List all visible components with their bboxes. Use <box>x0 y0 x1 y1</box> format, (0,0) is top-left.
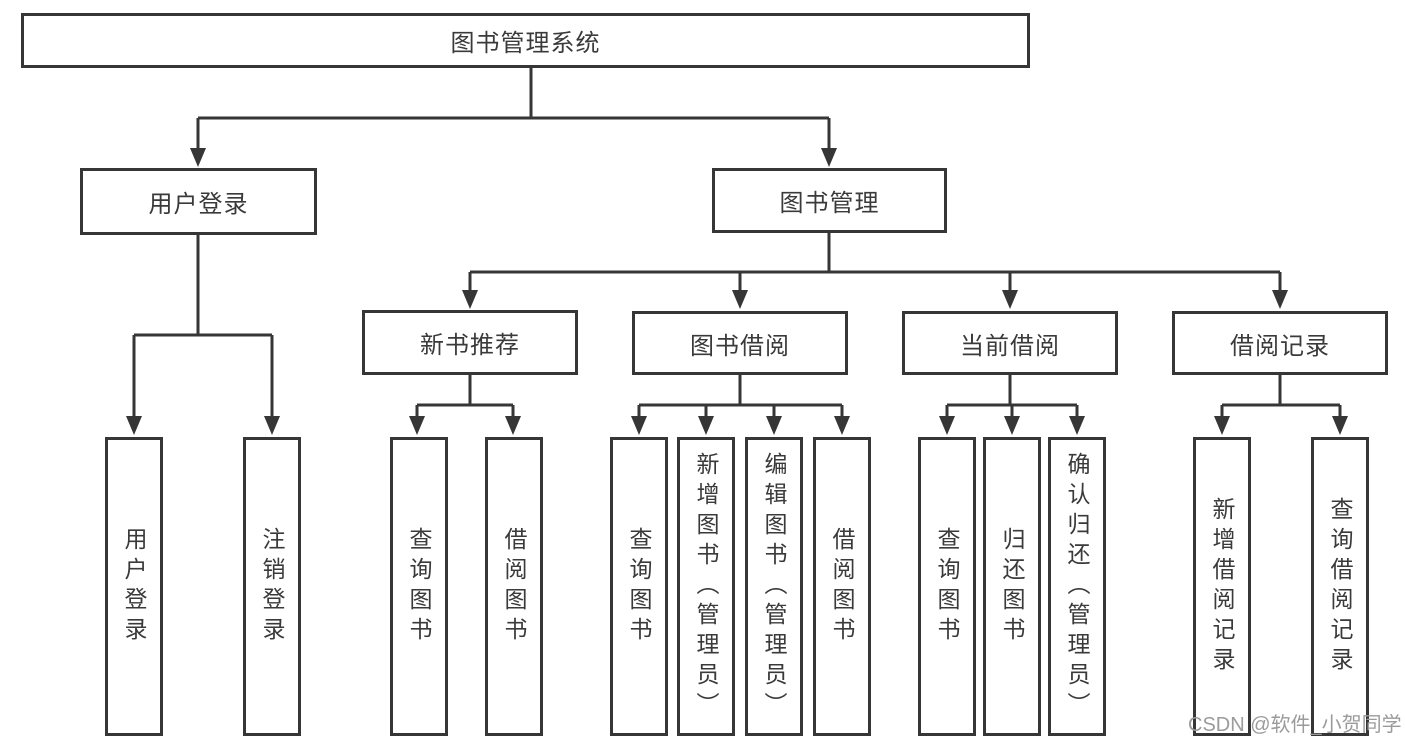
node-label: 图书借阅 <box>690 332 790 360</box>
node-label: 图书管理系统 <box>450 30 601 57</box>
leaf-add-books-admin: 新增图书（管理员） <box>677 437 735 736</box>
leaf-return-books: 归还图书 <box>983 437 1041 736</box>
leaf-borrow-books: 借阅图书 <box>485 437 543 736</box>
node-borrow-records: 借阅记录 <box>1172 311 1388 375</box>
leaf-label: 新增图书（管理员） <box>693 451 719 722</box>
arrowheads <box>126 148 1348 435</box>
node-library-system: 图书管理系统 <box>21 13 1030 68</box>
leaf-label: 查询借阅记录 <box>1327 496 1353 677</box>
leaf-query-books: 查询图书 <box>390 437 448 736</box>
node-user-login: 用户登录 <box>80 168 317 235</box>
leaf-label: 新增借阅记录 <box>1209 496 1235 677</box>
node-new-book-recommend: 新书推荐 <box>362 310 578 375</box>
leaf-query-books: 查询图书 <box>610 437 668 736</box>
node-label: 用户登录 <box>148 191 249 218</box>
leaf-user-login: 用户登录 <box>105 437 163 736</box>
leaf-label: 查询图书 <box>406 526 432 647</box>
csdn-watermark: CSDN @软件_小贺同学 <box>1188 714 1402 736</box>
node-book-management: 图书管理 <box>712 168 947 233</box>
node-label: 当前借阅 <box>960 332 1060 360</box>
leaf-logout: 注销登录 <box>243 437 301 736</box>
leaf-query-books: 查询图书 <box>918 437 976 736</box>
leaf-add-borrow-record: 新增借阅记录 <box>1193 437 1251 736</box>
node-label: 新书推荐 <box>420 332 520 359</box>
node-book-borrow: 图书借阅 <box>632 311 848 375</box>
leaf-label: 注销登录 <box>259 526 285 647</box>
leaf-label: 借阅图书 <box>501 526 527 647</box>
leaf-label: 用户登录 <box>121 526 147 647</box>
leaf-borrow-books: 借阅图书 <box>813 437 871 736</box>
node-label: 借阅记录 <box>1230 332 1330 360</box>
leaf-label: 借阅图书 <box>829 526 855 647</box>
leaf-confirm-return-admin: 确认归还（管理员） <box>1048 437 1106 736</box>
node-label: 图书管理 <box>779 190 880 217</box>
leaf-label: 确认归还（管理员） <box>1064 451 1090 722</box>
node-current-borrow: 当前借阅 <box>902 311 1118 375</box>
leaf-label: 编辑图书（管理员） <box>761 451 787 722</box>
leaf-label: 查询图书 <box>626 526 652 647</box>
leaf-edit-books-admin: 编辑图书（管理员） <box>745 437 803 736</box>
leaf-label: 查询图书 <box>934 526 960 647</box>
leaf-label: 归还图书 <box>999 526 1025 647</box>
leaf-query-borrow-record: 查询借阅记录 <box>1311 437 1369 736</box>
